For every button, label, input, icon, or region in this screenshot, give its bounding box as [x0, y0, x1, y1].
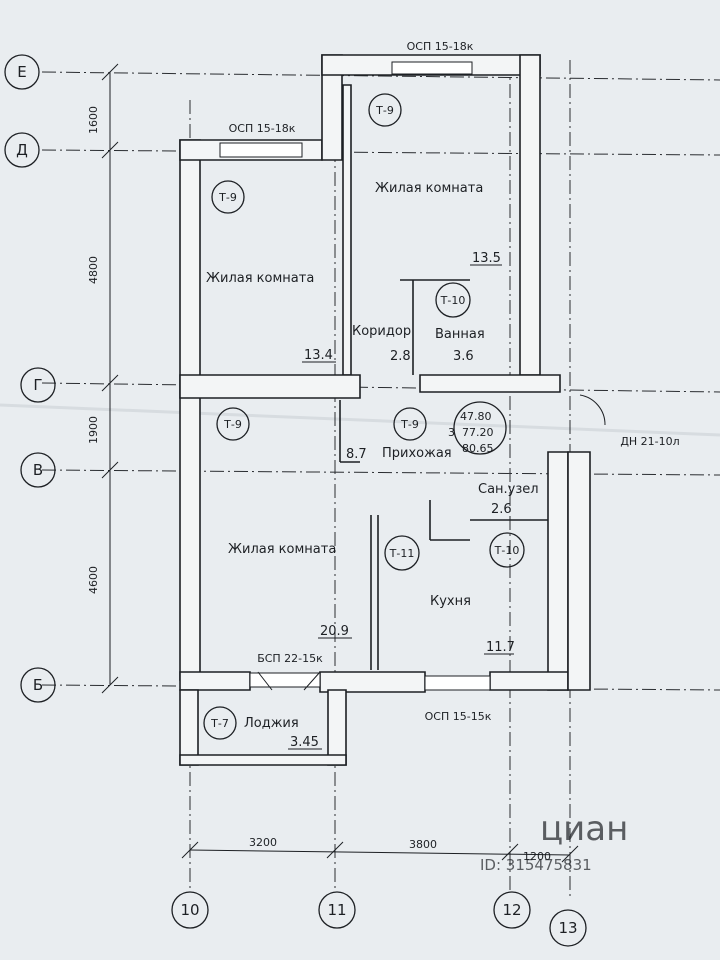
room-tag: Т-10 [494, 544, 520, 557]
axis-row-circle [20, 452, 56, 488]
axis-row-label: В [33, 461, 43, 479]
paper-fold [0, 403, 720, 437]
window-label: БСП 22-15к [257, 652, 323, 665]
window-label: ОСП 15-15к [425, 710, 492, 723]
room-tag-circle [393, 407, 427, 441]
room-area-living-top-left: 13.4 [304, 348, 333, 363]
dimension-lines [101, 63, 579, 863]
rooms-count-value: 3 [448, 426, 455, 439]
room-name-corridor: Коридор [352, 324, 411, 339]
axis-row-circle [4, 54, 40, 90]
room-tag-circle [203, 706, 237, 740]
room-tag-circle [435, 282, 471, 318]
partitions [339, 279, 548, 670]
axis-col-circle [549, 909, 587, 947]
room-name-living-top-right: Жилая комната [375, 181, 483, 196]
window-label: ДН 21-10л [620, 435, 679, 448]
window-label: ОСП 15-18к [229, 122, 296, 135]
room-tag-circle [489, 532, 525, 568]
room-tag-circle [211, 180, 245, 214]
axis-col-circle [493, 891, 531, 929]
window-label: ОСП 15-18к [407, 40, 474, 53]
room-tag: Т-9 [223, 418, 242, 431]
door-arcs [257, 394, 606, 691]
room-area-hall: 8.7 [346, 447, 367, 462]
axis-row-label: Е [17, 63, 26, 81]
room-name-bathroom: Ванная [435, 327, 485, 342]
watermark-logo: циан [540, 809, 628, 849]
room-area-loggia: 3.45 [290, 735, 319, 750]
room-tag: Т-7 [210, 717, 229, 730]
axis-col-label: 12 [502, 901, 521, 919]
axis-col-label: 10 [180, 901, 199, 919]
axis-col-circle [171, 891, 209, 929]
room-tag-circle [216, 407, 250, 441]
room-area-living-top-right: 13.5 [472, 251, 501, 266]
axis-col-label: 11 [327, 901, 346, 919]
area-underlines [288, 264, 514, 750]
dimension-label: 4600 [87, 566, 100, 594]
room-name-hall: Прихожая [382, 446, 452, 461]
dimension-label: 4800 [87, 256, 100, 284]
room-area-corridor: 2.8 [390, 349, 411, 364]
axis-row-circle [20, 667, 56, 703]
windows [219, 61, 491, 691]
room-name-living-bottom: Жилая комната [228, 542, 336, 557]
living-area-value: 47.80 [460, 410, 492, 423]
axis-row-label: Д [16, 141, 28, 159]
room-name-living-top-left: Жилая комната [206, 271, 314, 286]
total-with-loggia-value: 80.65 [462, 442, 494, 455]
area-summary-circle [453, 401, 507, 455]
axis-row-label: Б [33, 676, 43, 694]
room-tag: Т-9 [400, 418, 419, 431]
axis-row-label: Г [33, 376, 42, 394]
room-name-wc: Сан.узел [478, 482, 539, 497]
room-tag: Т-11 [389, 547, 415, 560]
dimension-label: 1900 [87, 416, 100, 444]
axis-col-label: 13 [558, 919, 577, 937]
room-area-bathroom: 3.6 [453, 349, 474, 364]
room-name-kitchen: Кухня [430, 594, 471, 609]
room-tag-circle [384, 535, 420, 571]
room-tag-circle [368, 93, 402, 127]
room-name-loggia: Лоджия [244, 716, 299, 731]
dimension-label: 3200 [249, 836, 277, 849]
room-tag: Т-9 [375, 104, 394, 117]
room-tag: Т-9 [218, 191, 237, 204]
watermark-id: ID: 315475831 [480, 856, 592, 874]
room-area-living-bottom: 20.9 [320, 624, 349, 639]
dimension-label: 1600 [87, 106, 100, 134]
room-area-kitchen: 11.7 [486, 640, 515, 655]
room-tag: Т-10 [440, 294, 466, 307]
axis-row-circle [20, 367, 56, 403]
dimension-label: 1200 [523, 850, 551, 863]
axis-row-circle [4, 132, 40, 168]
axis-col-circle [318, 891, 356, 929]
walls [179, 54, 591, 766]
dimension-label: 3800 [409, 838, 437, 851]
room-area-wc: 2.6 [491, 502, 512, 517]
total-area-value: 77.20 [462, 426, 494, 439]
